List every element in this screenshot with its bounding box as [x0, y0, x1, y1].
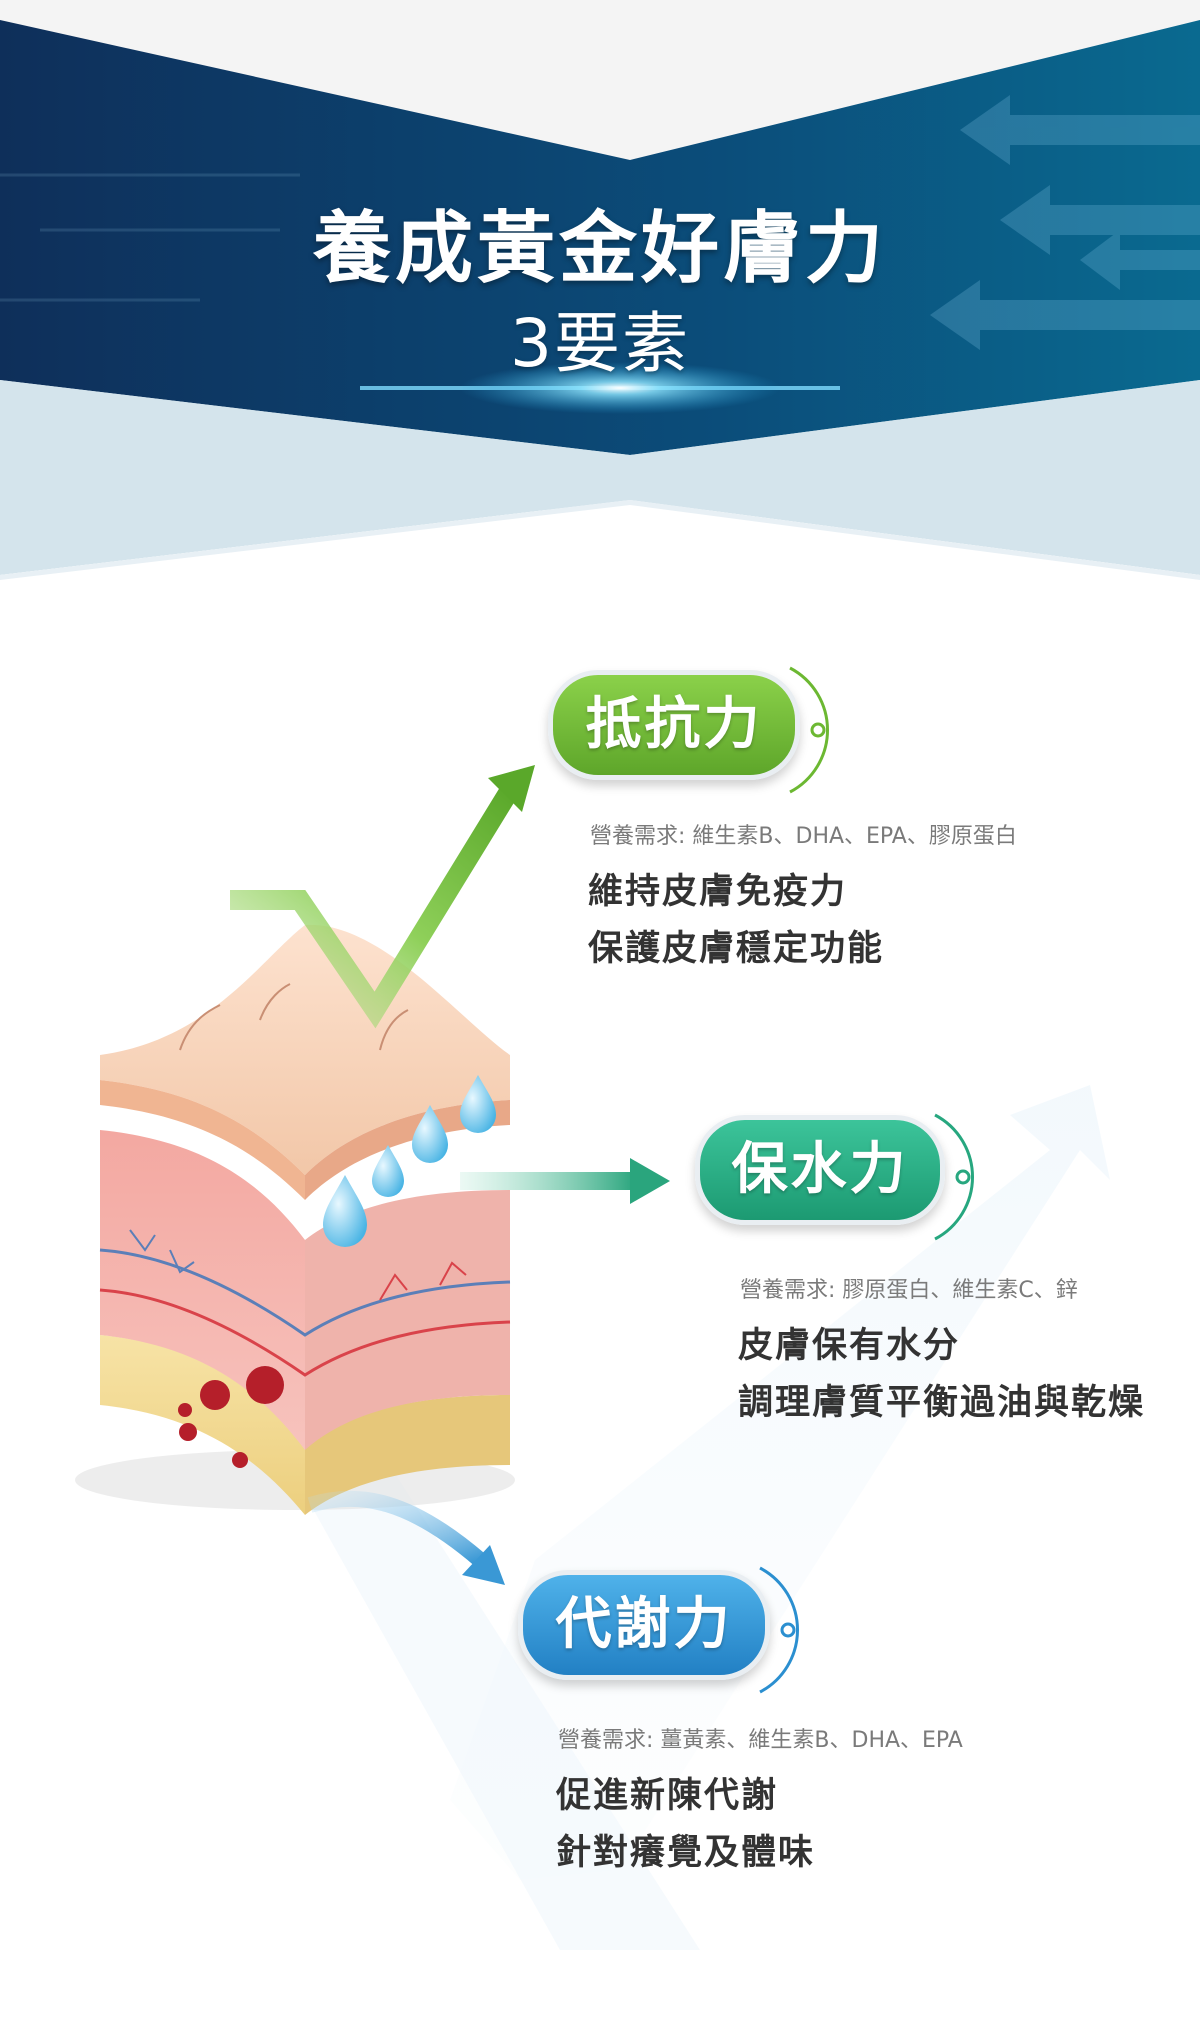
page-subtitle: 3要素	[510, 305, 690, 382]
factor-metabolism-nutrients: 營養需求: 薑黃素、維生素B、DHA、EPA	[558, 1728, 963, 1753]
factor-metabolism-benefit-1: 促進新陳代謝	[556, 1776, 779, 1816]
factor-resistance-badge: 抵抗力	[548, 670, 800, 780]
factor-resistance-benefit-2: 保護皮膚穩定功能	[588, 929, 885, 969]
factor-resistance-nutrients: 營養需求: 維生素B、DHA、EPA、膠原蛋白	[590, 824, 1017, 849]
factor-moisture-nutrients: 營養需求: 膠原蛋白、維生素C、鋅	[740, 1278, 1078, 1303]
factor-moisture-benefit-2: 調理膚質平衡過油與乾燥	[738, 1383, 1146, 1423]
page-title: 養成黃金好膚力	[312, 204, 887, 294]
factor-moisture-badge: 保水力	[695, 1115, 945, 1225]
factor-metabolism-benefit-2: 針對癢覺及體味	[556, 1833, 816, 1873]
factor-metabolism-badge: 代謝力	[518, 1570, 770, 1680]
factor-resistance-benefit-1: 維持皮膚免疫力	[588, 872, 848, 912]
factor-moisture-benefit-1: 皮膚保有水分	[738, 1326, 961, 1366]
skin-illustration	[75, 924, 515, 1515]
